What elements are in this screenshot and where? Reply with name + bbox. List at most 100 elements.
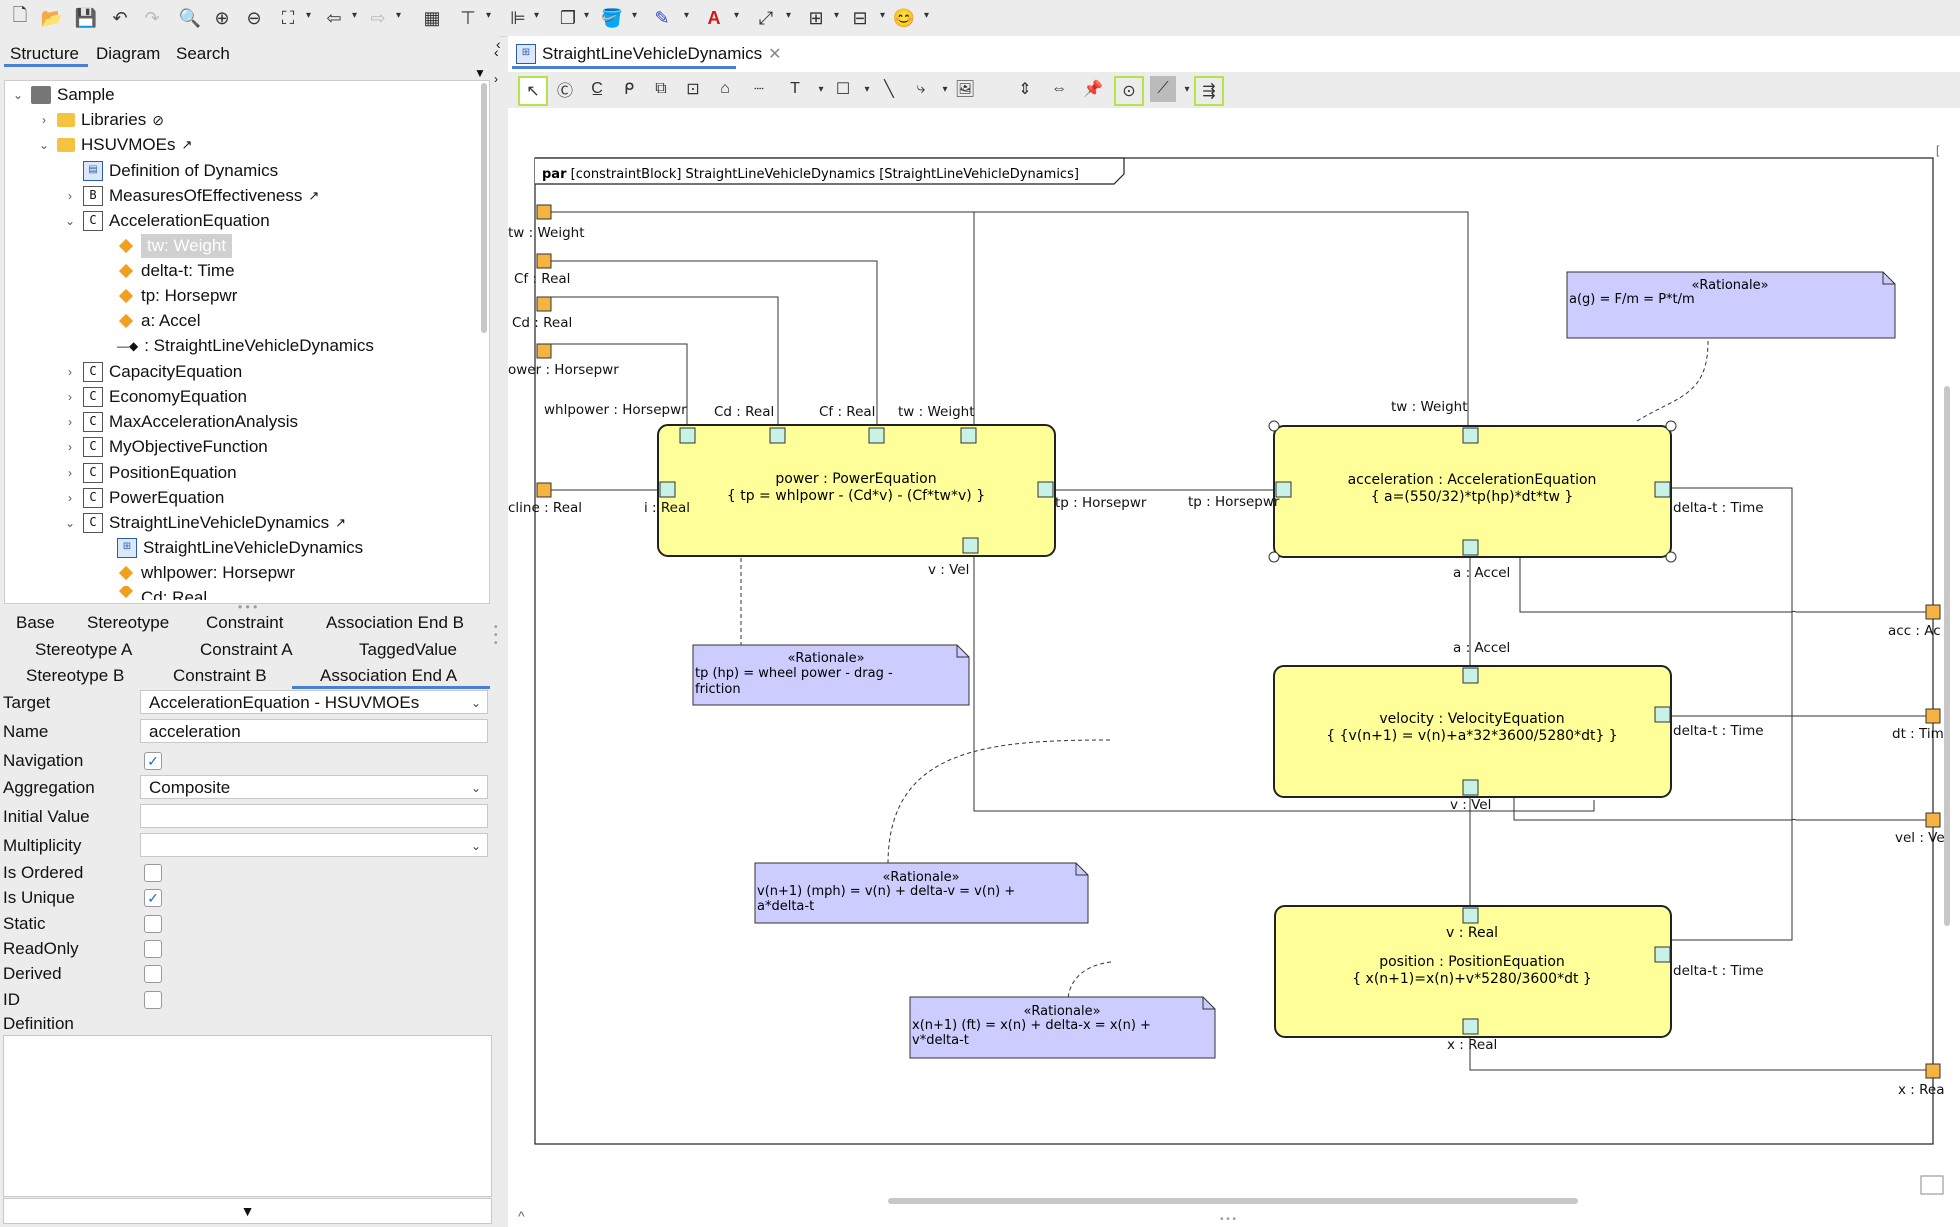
chevron-down-icon[interactable]: ⌄ xyxy=(64,516,76,530)
boundary-ports[interactable] xyxy=(536,204,1941,1079)
vertical-splitter-handle[interactable]: ••• xyxy=(494,622,498,649)
tab-constraint[interactable]: Constraint xyxy=(206,613,284,632)
tree-node-a[interactable]: a: Accel xyxy=(117,309,201,333)
panel-menu-icon[interactable]: ▼ xyxy=(474,66,486,80)
path-style-icon[interactable]: ⤢ xyxy=(758,7,774,28)
rationale-note-1[interactable]: «Rationale» a(g) = F/m = P*t/m xyxy=(1566,271,1896,339)
tree-node-hsuvmoes[interactable]: ⌄HSUVMOEs↗ xyxy=(37,133,192,157)
undo-icon[interactable]: ↶ xyxy=(112,7,128,28)
font-color-icon[interactable]: A xyxy=(707,7,721,28)
pin-icon[interactable]: 📌 xyxy=(1083,81,1103,98)
constraint-parameters[interactable] xyxy=(659,427,1671,1035)
redo-icon[interactable]: ↷ xyxy=(144,7,160,28)
id-checkbox[interactable] xyxy=(144,991,162,1009)
chevron-right-icon[interactable]: › xyxy=(68,365,72,379)
tree-node-definition[interactable]: ▤Definition of Dynamics xyxy=(63,159,278,183)
scroll-up-icon[interactable]: ^ xyxy=(518,1208,525,1224)
navigation-checkbox[interactable]: ✓ xyxy=(144,752,162,770)
snap-icon[interactable]: ⊙ xyxy=(1114,76,1144,106)
smiley-dropdown-icon[interactable]: ▾ xyxy=(924,10,930,21)
hierarchy-dropdown-icon[interactable]: ▾ xyxy=(834,10,840,21)
tab-constraint-a[interactable]: Constraint A xyxy=(200,640,293,659)
acceleration-block[interactable]: acceleration : AccelerationEquation { a=… xyxy=(1268,420,1677,563)
forward-dropdown-icon[interactable]: ▾ xyxy=(396,10,402,21)
tab-association-end-a[interactable]: Association End A xyxy=(320,666,458,685)
tab-diagram[interactable]: Diagram xyxy=(96,44,161,63)
align-top-icon[interactable]: ⊤ xyxy=(460,7,476,28)
tree-node-sample[interactable]: ⌄Sample xyxy=(11,83,115,107)
diagram-canvas[interactable]: par [constraintBlock] StraightLineVehicl… xyxy=(508,36,1960,1227)
pointer-icon[interactable]: ↖ xyxy=(518,76,548,106)
horizontal-scrollbar[interactable] xyxy=(888,1198,1578,1204)
align-left-icon[interactable]: ⊫ xyxy=(510,7,526,28)
name-field[interactable]: acceleration xyxy=(140,719,488,743)
fill-dropdown-icon[interactable]: ▾ xyxy=(632,10,638,21)
shape-dropdown-icon[interactable]: ▾ xyxy=(864,83,870,95)
layout-options-icon[interactable]: ⇶ xyxy=(1194,76,1224,106)
chevron-down-icon[interactable]: ⌄ xyxy=(470,839,481,853)
chevron-right-icon[interactable]: › xyxy=(68,440,72,454)
tab-constraint-b[interactable]: Constraint B xyxy=(173,666,267,685)
line-icon[interactable]: ╲ xyxy=(884,81,894,98)
bottom-splitter-handle[interactable]: • • • xyxy=(1220,1214,1237,1225)
vertical-space-icon[interactable]: ⇕ xyxy=(1018,81,1032,98)
display-dropdown-icon[interactable]: ▾ xyxy=(880,10,886,21)
position-block[interactable]: v : Real position : PositionEquation { x… xyxy=(1274,905,1672,1038)
image-icon[interactable]: 🖼 xyxy=(954,81,976,98)
tree-node-tw-weight[interactable]: tw: Weight xyxy=(117,234,233,258)
tree-node-libraries[interactable]: ›Libraries⊘ xyxy=(37,108,164,132)
part-property-icon[interactable]: ⧉ xyxy=(655,80,667,97)
is-unique-checkbox[interactable]: ✓ xyxy=(144,889,162,907)
tab-diagram-slvd[interactable]: ⊞ StraightLineVehicleDynamics ✕ xyxy=(516,44,782,64)
tab-taggedvalue[interactable]: TaggedValue xyxy=(359,640,457,659)
chevron-down-icon[interactable]: ⌄ xyxy=(12,88,24,102)
tab-base[interactable]: Base xyxy=(16,613,55,632)
vertical-scrollbar[interactable] xyxy=(1944,386,1950,926)
tree-node-delta-t[interactable]: delta-t: Time xyxy=(117,259,235,283)
arrange-dropdown-icon[interactable]: ▾ xyxy=(584,10,590,21)
save-icon[interactable]: 💾 xyxy=(74,7,98,28)
chevron-down-icon[interactable]: ⌄ xyxy=(470,696,481,710)
tab-structure[interactable]: Structure xyxy=(10,44,79,63)
back-dropdown-icon[interactable]: ▾ xyxy=(352,10,358,21)
expand-toolbar-icon[interactable]: › xyxy=(494,72,498,86)
fit-dropdown-icon[interactable]: ▾ xyxy=(306,10,312,21)
comment-icon[interactable]: ⌂ xyxy=(720,80,730,97)
chevron-right-icon[interactable]: › xyxy=(68,466,72,480)
rectangle-icon[interactable]: ☐ xyxy=(835,81,851,98)
display-icon[interactable]: ⊟ xyxy=(852,7,868,28)
chevron-right-icon[interactable]: › xyxy=(68,189,72,203)
tab-stereotype[interactable]: Stereotype xyxy=(87,613,170,632)
arrange-icon[interactable]: ❐ xyxy=(559,7,577,28)
initial-value-field[interactable] xyxy=(140,804,488,828)
collapse-left-icon[interactable]: ‹ xyxy=(494,44,499,60)
multiplicity-select[interactable]: ⌄ xyxy=(140,833,488,857)
tab-search[interactable]: Search xyxy=(176,44,230,63)
line-color-dropdown-icon[interactable]: ▾ xyxy=(684,10,690,21)
rationale-note-2[interactable]: «Rationale» tp (hp) = wheel power - drag… xyxy=(692,644,970,706)
hierarchy-icon[interactable]: ⊞ xyxy=(808,7,824,28)
definition-textarea[interactable] xyxy=(3,1035,492,1197)
reference-property-icon[interactable]: ⊡ xyxy=(686,81,700,98)
tree-node-cd[interactable]: Cd: Real xyxy=(117,586,207,600)
tree-node-association[interactable]: —◆: StraightLineVehicleDynamics xyxy=(117,334,374,358)
value-property-icon[interactable]: ᑭ xyxy=(623,81,635,98)
line-color-icon[interactable]: ✎ xyxy=(654,7,670,28)
tree-scrollbar[interactable] xyxy=(481,83,487,333)
new-file-icon[interactable]: 🗋 xyxy=(12,5,28,25)
curve-dropdown-icon[interactable]: ▾ xyxy=(942,83,948,95)
fit-icon[interactable]: ⛶ xyxy=(281,7,295,28)
path-icon[interactable]: ⟋ xyxy=(1150,76,1176,102)
forward-icon[interactable]: ⇨ xyxy=(370,7,386,28)
align-dropdown-icon[interactable]: ▾ xyxy=(486,10,492,21)
target-select[interactable]: AccelerationEquation - HSUVMOEs⌄ xyxy=(140,690,488,714)
layout-icon[interactable]: ▦ xyxy=(423,7,441,28)
tab-stereotype-a[interactable]: Stereotype A xyxy=(35,640,133,659)
back-icon[interactable]: ⇦ xyxy=(326,7,342,28)
tab-association-end-b[interactable]: Association End B xyxy=(326,613,464,632)
